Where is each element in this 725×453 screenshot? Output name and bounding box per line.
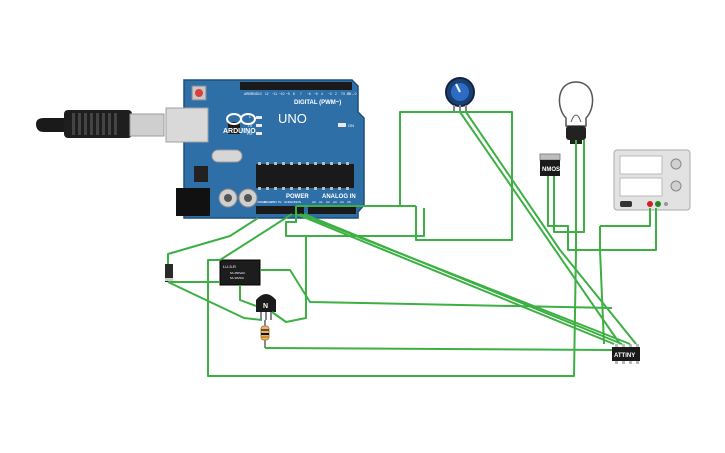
- wire[interactable]: [260, 269, 613, 309]
- diode[interactable]: [165, 264, 173, 282]
- pin-label: A1: [319, 200, 323, 204]
- pin-label: ~6: [307, 92, 311, 96]
- voltage-regulator: [194, 166, 208, 182]
- attiny-label: ATTINY: [614, 353, 635, 359]
- usb-port: [165, 107, 209, 143]
- wire[interactable]: [553, 140, 585, 233]
- nmos-label: NMOS: [542, 167, 560, 173]
- wire[interactable]: [207, 140, 577, 377]
- pin-label: A0: [312, 200, 316, 204]
- digital-header[interactable]: [240, 82, 352, 90]
- wire[interactable]: [295, 213, 615, 345]
- led-on-label: ON: [348, 123, 354, 128]
- digital-pin-labels: AREF GND 13 12 ~11 ~10 ~9 8 7 ~6 ~5 4 ~3…: [244, 92, 357, 96]
- pin-label: 8: [293, 92, 295, 96]
- wire[interactable]: [599, 226, 605, 345]
- pin-label: ~3: [328, 92, 332, 96]
- pin-label: GND: [251, 92, 259, 96]
- power-header-label: POWER: [286, 194, 309, 200]
- arduino-uno-board[interactable]: [165, 79, 365, 219]
- wire[interactable]: [303, 213, 623, 345]
- analog-pin-labels: A0 A1 A2 A3 A4 A5: [312, 200, 351, 204]
- wire[interactable]: [239, 285, 257, 307]
- led-l-label: L: [249, 114, 252, 119]
- wire[interactable]: [465, 111, 637, 345]
- pin-label: A5: [347, 200, 351, 204]
- pin-label: TX→1: [341, 92, 350, 96]
- pin-label: 7: [300, 92, 302, 96]
- wire[interactable]: [600, 208, 651, 227]
- atmega-chip: [256, 164, 354, 188]
- pin-label: RX←0: [347, 92, 357, 96]
- pin-label: 5V: [278, 200, 282, 204]
- usb-cable[interactable]: [36, 110, 165, 138]
- wire[interactable]: [285, 206, 425, 237]
- potentiometer[interactable]: [445, 77, 475, 112]
- pin-label: A2: [326, 200, 330, 204]
- nmos-transistor[interactable]: [539, 153, 561, 176]
- light-bulb[interactable]: [558, 81, 594, 144]
- power-pin-labels: IOREF RESET 3.3V 5V GND GND VIN: [257, 200, 301, 204]
- wire[interactable]: [296, 111, 513, 241]
- wire[interactable]: [219, 213, 293, 261]
- pin-label: A3: [333, 200, 337, 204]
- pin-label: VIN: [296, 200, 301, 204]
- wire[interactable]: [271, 236, 307, 323]
- pin-label: ~10: [279, 92, 285, 96]
- led-rx-label: RX: [247, 131, 253, 136]
- relay-rating-2: 5A 30VDC: [230, 276, 245, 280]
- wire[interactable]: [459, 111, 621, 345]
- power-supply[interactable]: [613, 149, 691, 211]
- analog-header[interactable]: [308, 206, 356, 214]
- relay-label: LU-5-R: [223, 264, 236, 269]
- arduino-model-label: UNO: [278, 111, 307, 126]
- pin-label: AREF: [244, 92, 253, 96]
- pin-label: ~5: [314, 92, 318, 96]
- led-tx-label: TX: [247, 123, 252, 128]
- pin-label: 2: [335, 92, 337, 96]
- resistor[interactable]: [260, 320, 270, 348]
- npn-label: N: [263, 303, 268, 310]
- pin-label: IOREF: [257, 200, 266, 204]
- analog-header-label: ANALOG IN: [322, 194, 356, 200]
- wire[interactable]: [167, 217, 259, 264]
- pin-label: A4: [340, 200, 344, 204]
- usb-chip: [228, 122, 240, 134]
- wire[interactable]: [264, 347, 613, 351]
- digital-header-label: DIGITAL (PWM~): [294, 100, 341, 106]
- chip-pins: [258, 162, 349, 190]
- pin-label: GND: [290, 200, 298, 204]
- wire[interactable]: [167, 281, 263, 321]
- power-jack: [176, 188, 210, 216]
- pin-label: RESET: [264, 200, 274, 204]
- pin-label: ~11: [272, 92, 277, 96]
- wire[interactable]: [547, 176, 657, 251]
- pin-label: 4: [321, 92, 323, 96]
- crystal: [211, 149, 243, 163]
- arduino-brand-label: ARDUINO: [223, 128, 256, 135]
- npn-transistor[interactable]: [256, 294, 276, 320]
- infinity-logo: [226, 113, 256, 125]
- wires: [167, 111, 657, 377]
- pin-label: ~9: [286, 92, 290, 96]
- pin-label: GND: [284, 200, 292, 204]
- pin-label: 3.3V: [271, 200, 277, 204]
- pin-label: 12: [265, 92, 269, 96]
- attiny-chip[interactable]: [612, 344, 640, 364]
- power-header[interactable]: [256, 206, 304, 214]
- relay-rating-1: 5A 250VAC: [230, 271, 246, 275]
- pin-label: 13: [258, 92, 262, 96]
